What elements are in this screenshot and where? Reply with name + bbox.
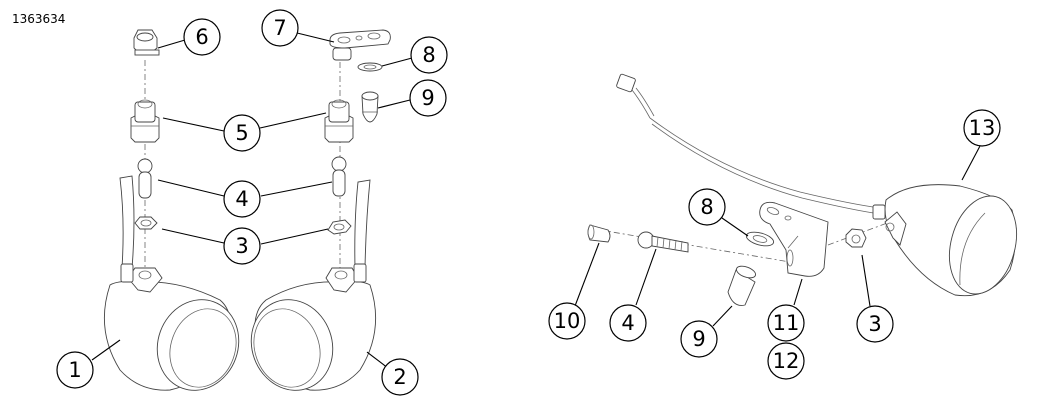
svg-text:8: 8 bbox=[700, 195, 713, 219]
part-hex-nut-left bbox=[134, 216, 158, 230]
part-acorn-nut-right bbox=[727, 265, 757, 306]
part-lock-nut bbox=[133, 29, 160, 56]
svg-text:9: 9 bbox=[692, 327, 705, 351]
callout-4-right: 4 bbox=[609, 304, 647, 342]
callout-9: 9 bbox=[409, 79, 447, 117]
leader-2 bbox=[366, 351, 389, 369]
part-ball-stud-right bbox=[331, 156, 347, 197]
reference-number: 1363634 bbox=[12, 12, 66, 26]
part-lock-washer-right bbox=[745, 231, 775, 247]
callout-8: 8 bbox=[410, 36, 448, 74]
leader-1 bbox=[91, 339, 121, 361]
part-cap bbox=[587, 224, 611, 243]
part-ball-stud-threaded bbox=[637, 231, 689, 253]
callout-2: 2 bbox=[381, 358, 419, 396]
leader-10 bbox=[574, 242, 600, 307]
svg-text:2: 2 bbox=[393, 365, 406, 389]
svg-text:1: 1 bbox=[68, 358, 81, 382]
callout-11: 11 bbox=[767, 304, 805, 342]
callout-10: 10 bbox=[548, 302, 586, 340]
leader-3a bbox=[161, 228, 225, 244]
part-acorn-nut bbox=[361, 91, 379, 123]
leader-9 bbox=[377, 99, 411, 109]
callout-3-right: 3 bbox=[856, 305, 894, 343]
stem-left bbox=[119, 175, 135, 269]
leader-4b bbox=[260, 181, 333, 197]
svg-text:6: 6 bbox=[195, 25, 208, 49]
callout-1: 1 bbox=[56, 351, 94, 389]
callout-9-right: 9 bbox=[680, 320, 718, 358]
callout-5: 5 bbox=[223, 114, 261, 152]
callout-6: 6 bbox=[183, 18, 221, 56]
callout-13: 13 bbox=[963, 109, 1001, 147]
svg-text:9: 9 bbox=[421, 86, 434, 110]
leader-3r bbox=[861, 254, 871, 307]
callout-8-right: 8 bbox=[688, 188, 726, 226]
callout-3: 3 bbox=[223, 227, 261, 265]
part-bracket bbox=[759, 201, 829, 277]
leader-8r bbox=[721, 217, 749, 237]
svg-text:4: 4 bbox=[235, 187, 248, 211]
leader-5a bbox=[162, 117, 225, 132]
part-mounting-bracket bbox=[329, 29, 391, 61]
assembly-axis-horizontal bbox=[599, 229, 791, 263]
part-hex-nut-right-assembly bbox=[845, 228, 867, 248]
part-wiring-harness bbox=[616, 73, 881, 215]
leader-3b bbox=[260, 228, 329, 245]
leader-6 bbox=[157, 39, 186, 49]
part-ball-stud-left bbox=[137, 158, 153, 199]
svg-text:8: 8 bbox=[422, 43, 435, 67]
callout-7: 7 bbox=[261, 9, 299, 47]
leader-7 bbox=[292, 31, 335, 43]
svg-text:11: 11 bbox=[773, 311, 800, 335]
part-turn-signal-lamp-right bbox=[250, 263, 377, 391]
svg-text:12: 12 bbox=[773, 349, 800, 373]
svg-text:7: 7 bbox=[273, 16, 286, 40]
leader-9r bbox=[712, 305, 733, 327]
leader-4a bbox=[157, 179, 225, 197]
leader-13 bbox=[961, 145, 981, 181]
stem-right bbox=[354, 179, 371, 269]
svg-text:4: 4 bbox=[621, 311, 634, 335]
part-lock-washer bbox=[357, 62, 383, 72]
svg-text:13: 13 bbox=[969, 116, 996, 140]
callout-4: 4 bbox=[223, 180, 261, 218]
leader-11 bbox=[793, 278, 803, 306]
part-hex-nut-right bbox=[327, 219, 352, 235]
callout-12: 12 bbox=[767, 342, 805, 380]
part-turn-signal-lamp-left bbox=[103, 263, 240, 391]
part-hex-adapter-left bbox=[130, 99, 160, 143]
leader-8 bbox=[381, 57, 413, 67]
svg-text:5: 5 bbox=[235, 121, 248, 145]
svg-text:3: 3 bbox=[868, 312, 881, 336]
leader-4r bbox=[635, 248, 657, 306]
svg-text:10: 10 bbox=[554, 309, 581, 333]
part-hex-adapter-right bbox=[324, 99, 354, 143]
svg-text:3: 3 bbox=[235, 234, 248, 258]
part-turn-signal-lamp-with-harness bbox=[872, 184, 1017, 297]
leader-5b bbox=[259, 112, 327, 129]
